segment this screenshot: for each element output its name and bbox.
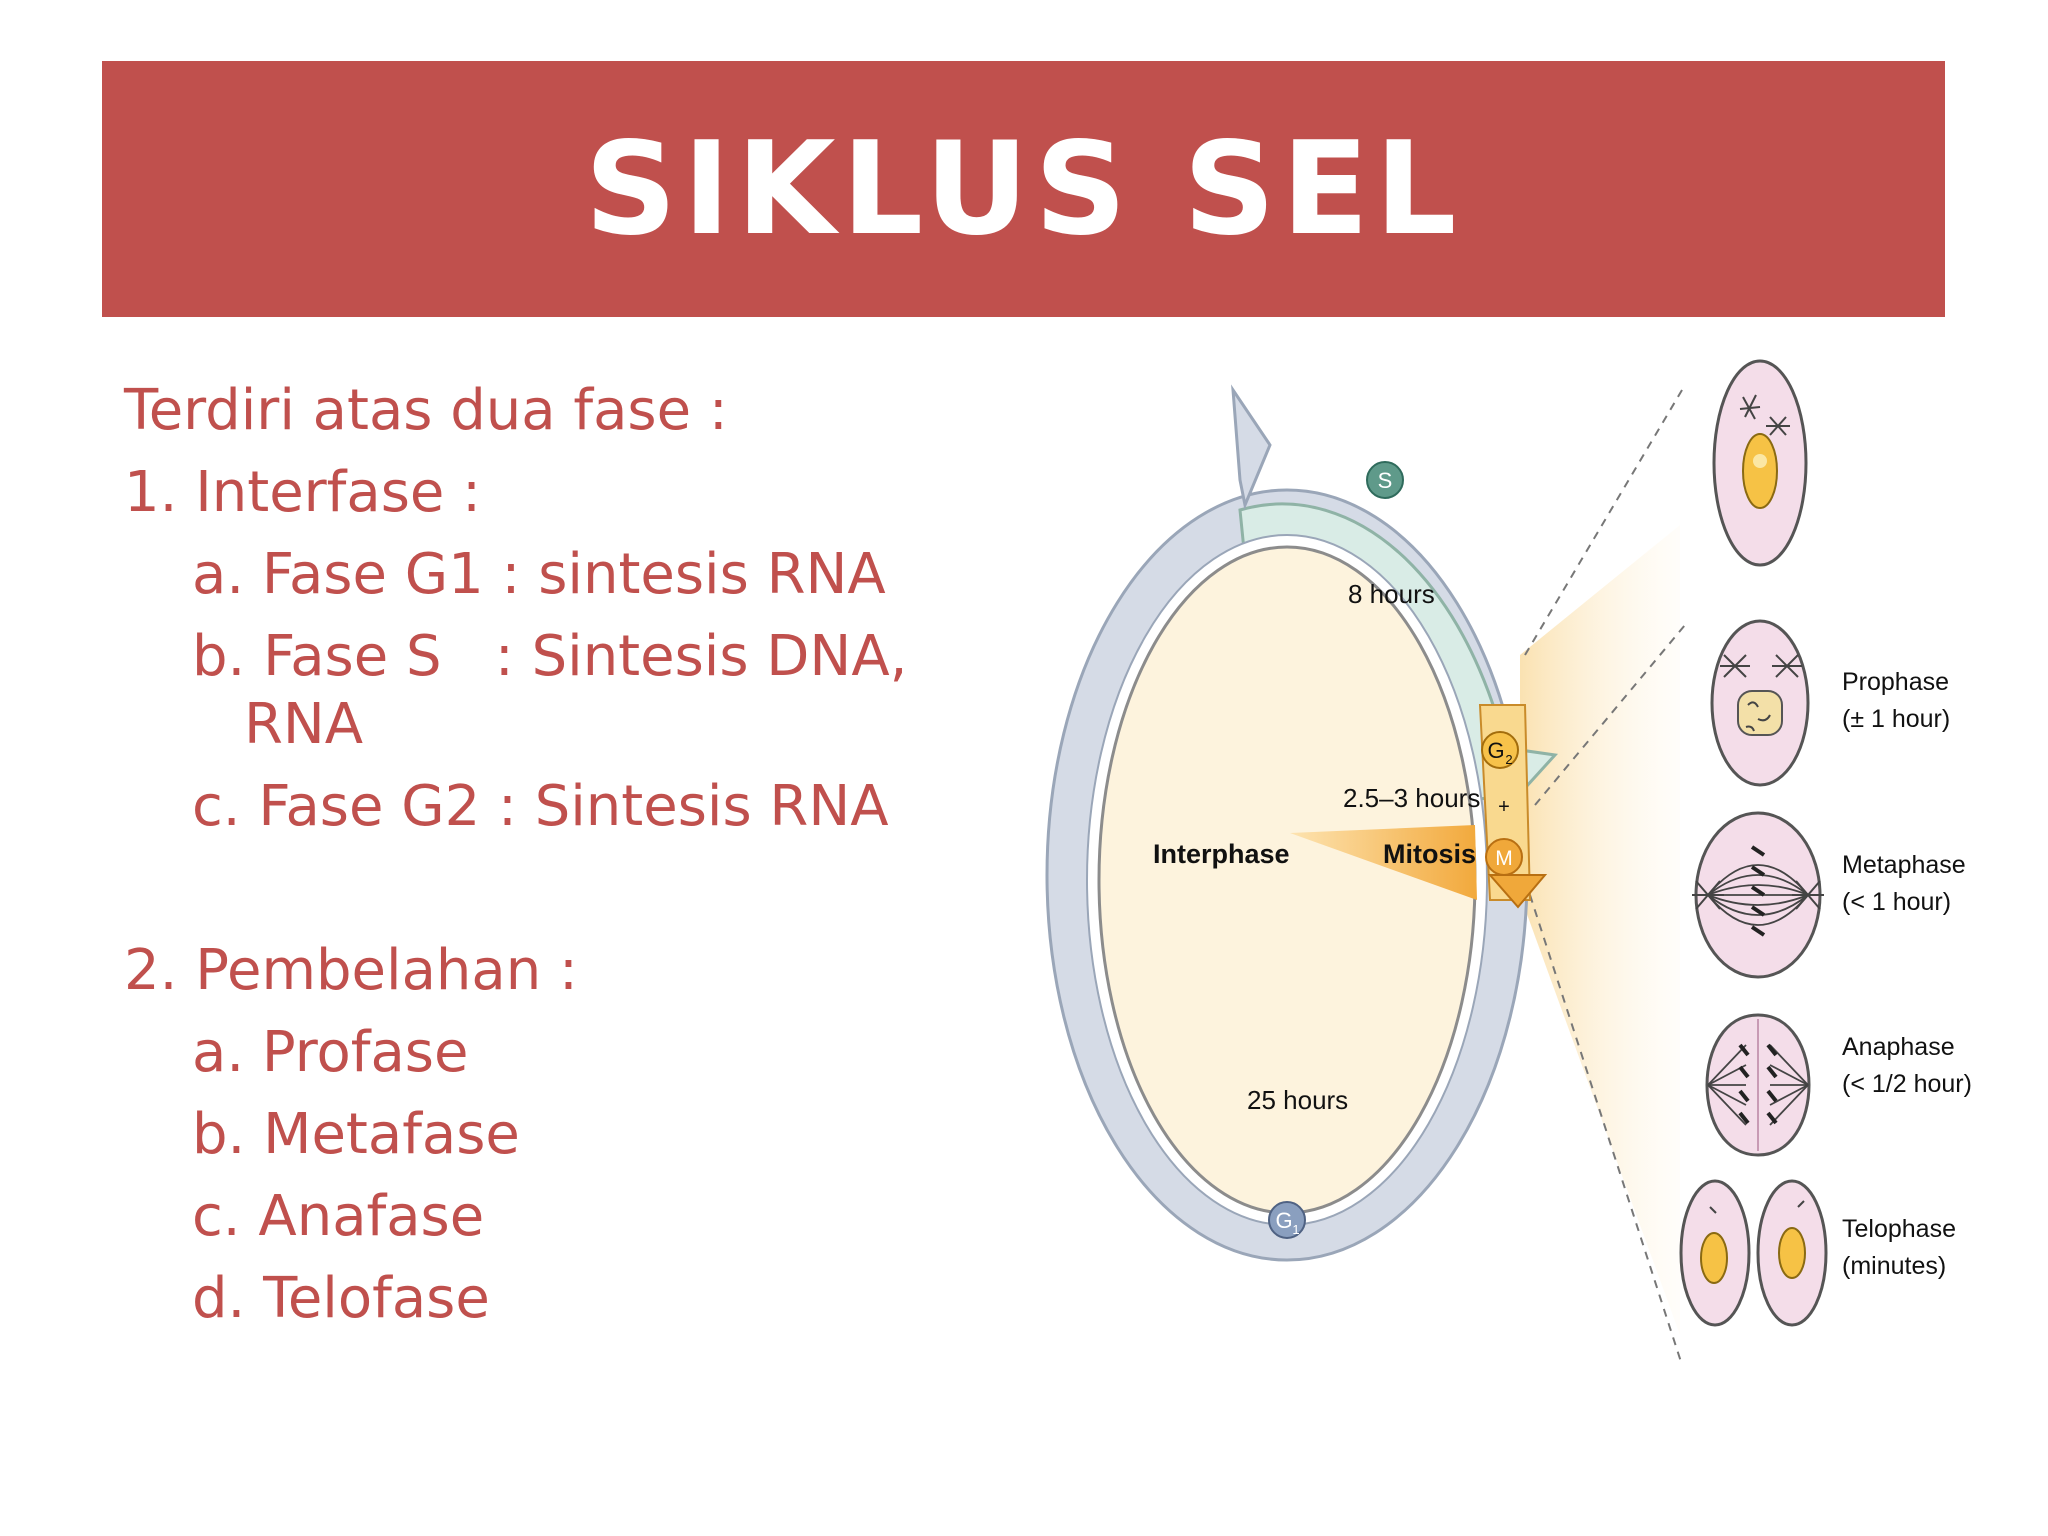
cell-interphase-late bbox=[1712, 359, 1808, 567]
fan-dash-upper bbox=[1534, 624, 1686, 806]
interphase-item-g1: a. Fase G1 : sintesis RNA bbox=[192, 542, 886, 607]
mitosis-fan bbox=[1520, 525, 1680, 1335]
cell-telophase bbox=[1679, 1179, 1828, 1327]
cell-cycle-diagram: S G 2 + M G 1 8 hours 2.5–3 hours 25 hou… bbox=[1040, 355, 2040, 1385]
telophase-name: Telophase bbox=[1842, 1215, 1956, 1243]
outline-list: Terdiri atas dua fase : 1. Interfase : a… bbox=[124, 370, 984, 1340]
m-arrow bbox=[1487, 874, 1548, 909]
g1-marker-sub: 1 bbox=[1292, 1222, 1299, 1237]
division-item-telophase: d. Telofase bbox=[192, 1266, 490, 1331]
cell-metaphase bbox=[1692, 811, 1824, 979]
cell-anaphase bbox=[1705, 1013, 1811, 1157]
metaphase-duration: (< 1 hour) bbox=[1842, 888, 1951, 916]
g1-marker-label: G bbox=[1275, 1208, 1292, 1233]
division-item-metaphase: b. Metafase bbox=[192, 1102, 520, 1167]
interphase-item-s-continued: RNA bbox=[244, 692, 364, 757]
fan-dash-top bbox=[1524, 384, 1686, 656]
g2-phase-marker bbox=[1481, 731, 1519, 769]
metaphase-name: Metaphase bbox=[1842, 851, 1966, 879]
division-item-anaphase: c. Anafase bbox=[192, 1184, 485, 1249]
m-marker-label: M bbox=[1495, 847, 1513, 870]
slide-title: SIKLUS SEL bbox=[584, 114, 1463, 264]
title-bar: SIKLUS SEL bbox=[102, 61, 1945, 317]
g2-plus-m: + bbox=[1498, 796, 1510, 818]
g1-phase-marker bbox=[1268, 1201, 1306, 1239]
division-heading: 2. Pembelahan : bbox=[124, 938, 578, 1003]
g2-marker-label: G bbox=[1487, 738, 1504, 763]
mitosis-label: Mitosis bbox=[1383, 839, 1476, 869]
telophase-duration: (minutes) bbox=[1842, 1252, 1946, 1280]
cell-prophase bbox=[1710, 619, 1810, 787]
g1-arrowhead bbox=[1231, 384, 1272, 511]
mitosis-wedge bbox=[1290, 825, 1477, 900]
fan-dash-bottom bbox=[1529, 894, 1683, 1366]
s-phase-marker bbox=[1366, 461, 1404, 499]
interphase-heading: 1. Interfase : bbox=[124, 460, 481, 525]
g1-duration: 25 hours bbox=[1247, 1085, 1348, 1115]
m-phase-marker bbox=[1485, 838, 1523, 876]
anaphase-name: Anaphase bbox=[1842, 1033, 1955, 1061]
interphase-item-g2: c. Fase G2 : Sintesis RNA bbox=[192, 774, 889, 839]
s-marker-label: S bbox=[1378, 468, 1393, 493]
division-item-prophase: a. Profase bbox=[192, 1020, 469, 1085]
s-duration: 8 hours bbox=[1348, 579, 1435, 609]
prophase-name: Prophase bbox=[1842, 668, 1949, 696]
anaphase-duration: (< 1/2 hour) bbox=[1842, 1070, 1972, 1098]
prophase-duration: (± 1 hour) bbox=[1842, 705, 1950, 733]
g2-marker-sub: 2 bbox=[1505, 752, 1512, 767]
outline-intro: Terdiri atas dua fase : bbox=[124, 378, 728, 443]
g2m-duration: 2.5–3 hours bbox=[1343, 783, 1480, 813]
interphase-item-s: b. Fase S : Sintesis DNA, bbox=[192, 624, 908, 689]
interphase-label: Interphase bbox=[1153, 839, 1290, 869]
